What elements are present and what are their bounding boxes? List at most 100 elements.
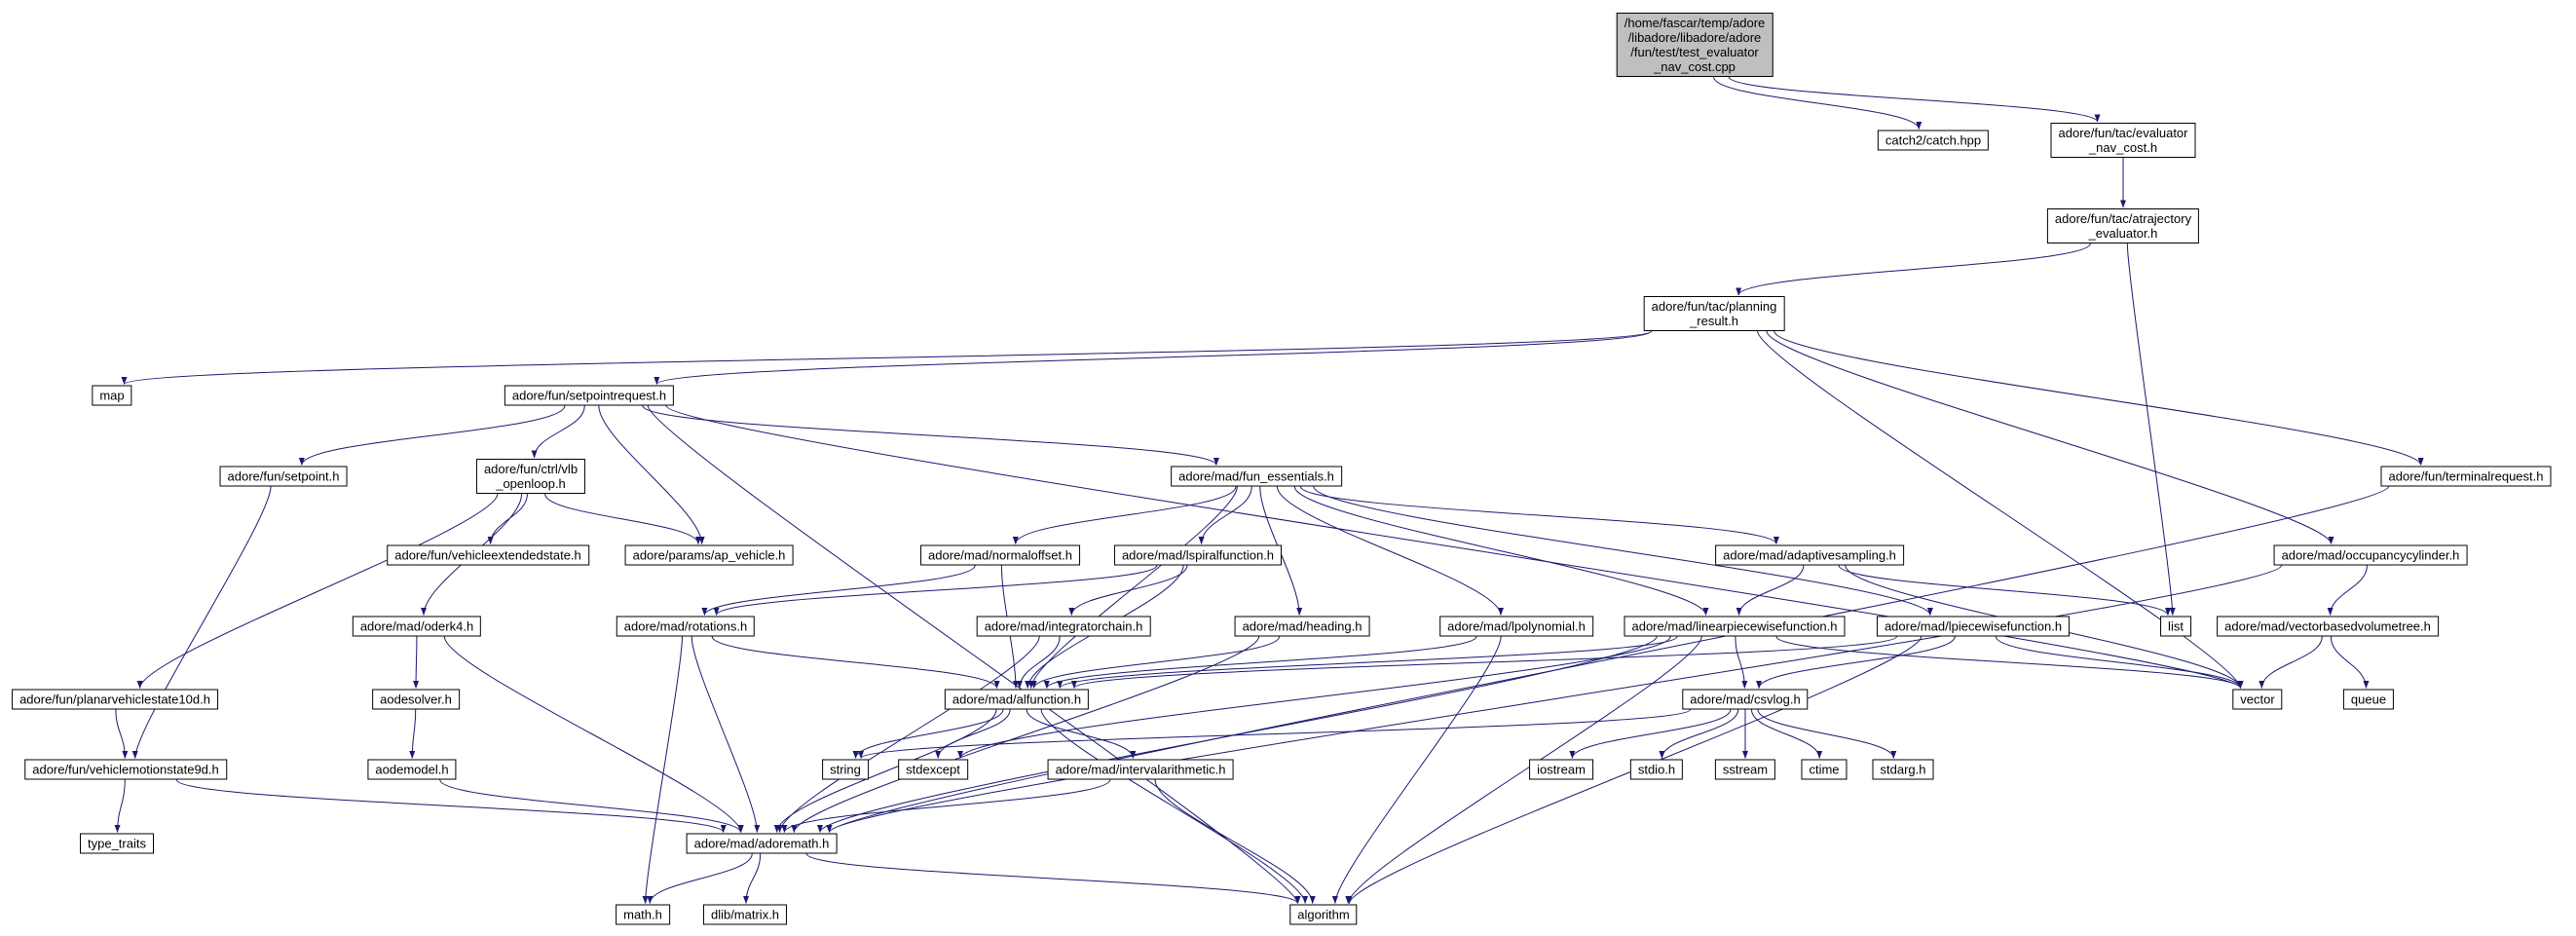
edge-linearpiecewisefunction-algorithm [1345, 636, 1702, 904]
edge-rotations-math [642, 636, 683, 904]
node-oderk4[interactable]: adore/mad/oderk4.h [352, 616, 482, 637]
node-catch: catch2/catch.hpp [1877, 130, 1990, 151]
edge-setpointrequest-fun_essentials [642, 405, 1219, 466]
node-vectorbasedvolumetree[interactable]: adore/mad/vectorbasedvolumetree.h [2217, 616, 2439, 637]
edge-lspiralfunction-rotations [713, 565, 1158, 616]
edge-aodemodel-adoremath [439, 779, 744, 833]
node-atrajectory[interactable]: adore/fun/tac/atrajectory _evaluator.h [2046, 208, 2200, 243]
node-sstream: sstream [1714, 759, 1776, 780]
node-vehiclemotionstate9d[interactable]: adore/fun/vehiclemotionstate9d.h [24, 759, 227, 780]
node-adaptivesampling[interactable]: adore/mad/adaptivesampling.h [1715, 544, 1904, 566]
node-heading[interactable]: adore/mad/heading.h [1234, 616, 1370, 637]
node-linearpiecewisefunction[interactable]: adore/mad/linearpiecewisefunction.h [1624, 616, 1846, 637]
edge-test_cpp-evaluator [1728, 76, 2101, 123]
node-setpoint[interactable]: adore/fun/setpoint.h [219, 466, 348, 487]
node-type_traits: type_traits [80, 833, 154, 854]
edge-fun_essentials-alfunction [1027, 486, 1238, 689]
node-occupancycylinder[interactable]: adore/mad/occupancycylinder.h [2273, 544, 2468, 566]
node-evaluator[interactable]: adore/fun/tac/evaluator _nav_cost.h [2050, 123, 2196, 158]
edge-fun_essentials-lpiecewisefunction [1313, 486, 1933, 616]
edge-normaloffset-rotations [701, 565, 976, 616]
node-rotations[interactable]: adore/mad/rotations.h [616, 616, 756, 637]
edge-vectorbasedvolumetree-queue [2330, 636, 2370, 689]
edge-setpointrequest-ap_vehicle [598, 405, 705, 544]
edge-alfunction-adoremath [773, 709, 997, 833]
edge-vehiclemotionstate9d-adoremath [175, 779, 727, 833]
edge-linearpiecewisefunction-vector [1775, 636, 2244, 689]
node-ap_vehicle[interactable]: adore/params/ap_vehicle.h [624, 544, 794, 566]
edge-adoremath-dlib_matrix [743, 853, 762, 904]
node-stdarg: stdarg.h [1872, 759, 1934, 780]
edge-vlb_openloop-ap_vehicle [544, 493, 701, 544]
edge-lspiralfunction-integratorchain [1068, 565, 1188, 616]
node-planning_result[interactable]: adore/fun/tac/planning _result.h [1643, 296, 1785, 331]
edge-alfunction-stdexcept [935, 709, 1011, 759]
edge-lpolynomial-algorithm [1331, 636, 1502, 904]
node-aodesolver[interactable]: aodesolver.h [372, 689, 460, 710]
edge-setpointrequest-setpoint [298, 405, 566, 466]
edge-csvlog-iostream [1569, 709, 1732, 759]
edge-setpointrequest-vector [665, 405, 2244, 689]
node-stdexcept: stdexcept [898, 759, 968, 780]
edge-aodesolver-aodemodel [409, 709, 417, 759]
node-stdio: stdio.h [1629, 759, 1684, 780]
edge-planning_result-occupancycylinder [1766, 330, 2334, 544]
edge-vehiclemotionstate9d-type_traits [114, 779, 126, 833]
edge-occupancycylinder-vectorbasedvolumetree [2327, 565, 2368, 616]
edge-fun_essentials-adaptivesampling [1299, 486, 1779, 544]
edge-csvlog-ctime [1750, 709, 1823, 759]
node-planarvehiclestate10d[interactable]: adore/fun/planarvehiclestate10d.h [12, 689, 218, 710]
node-lpiecewisefunction[interactable]: adore/mad/lpiecewisefunction.h [1876, 616, 2071, 637]
edge-csvlog-string [858, 709, 1691, 759]
edge-fun_essentials-normaloffset [1012, 486, 1237, 544]
edge-planning_result-setpointrequest [653, 330, 1652, 385]
edge-fun_essentials-linearpiecewisefunction [1293, 486, 1709, 616]
node-intervalarithmetic[interactable]: adore/mad/intervalarithmetic.h [1047, 759, 1234, 780]
edge-integratorchain-alfunction [1016, 636, 1061, 689]
edge-planning_result-vector [1757, 330, 2244, 689]
edge-planning_result-terminalrequest [1773, 330, 2424, 466]
edge-alfunction-algorithm [1040, 709, 1309, 904]
node-string: string [822, 759, 869, 780]
node-algorithm: algorithm [1289, 904, 1358, 925]
node-aodemodel[interactable]: aodemodel.h [367, 759, 457, 780]
node-setpointrequest[interactable]: adore/fun/setpointrequest.h [504, 385, 675, 406]
node-iostream: iostream [1529, 759, 1593, 780]
edge-oderk4-adoremath [443, 636, 744, 833]
node-lpolynomial[interactable]: adore/mad/lpolynomial.h [1439, 616, 1593, 637]
edge-vlb_openloop-planarvehiclestate10d [136, 493, 499, 689]
edge-linearpiecewisefunction-adoremath [817, 636, 1658, 833]
node-adoremath[interactable]: adore/mad/adoremath.h [686, 833, 838, 854]
edge-atrajectory-planning_result [1736, 243, 2091, 296]
edge-vectorbasedvolumetree-vector [2259, 636, 2323, 689]
edge-rotations-alfunction [711, 636, 1000, 689]
edge-terminalrequest-adoremath [826, 486, 2389, 833]
edge-linearpiecewisefunction-csvlog [1735, 636, 1748, 689]
edge-setpoint-vehiclemotionstate9d [131, 486, 272, 759]
edge-fun_essentials-lspiralfunction [1198, 486, 1252, 544]
node-lspiralfunction[interactable]: adore/mad/lspiralfunction.h [1113, 544, 1283, 566]
edge-lpiecewisefunction-vector [1995, 636, 2244, 689]
node-list: list [2160, 616, 2191, 637]
edge-intervalarithmetic-adoremath [781, 779, 1111, 833]
node-vehicleextendedstate[interactable]: adore/fun/vehicleextendedstate.h [387, 544, 589, 566]
node-vector: vector [2232, 689, 2283, 710]
node-csvlog[interactable]: adore/mad/csvlog.h [1682, 689, 1809, 710]
edge-adoremath-algorithm [805, 853, 1301, 904]
node-test_cpp: /home/fascar/temp/adore /libadore/libado… [1616, 13, 1773, 77]
node-terminalrequest[interactable]: adore/fun/terminalrequest.h [2380, 466, 2552, 487]
edge-intervalarithmetic-algorithm [1154, 779, 1316, 904]
node-normaloffset[interactable]: adore/mad/normaloffset.h [920, 544, 1080, 566]
edge-csvlog-stdio [1659, 709, 1739, 759]
node-vlb_openloop[interactable]: adore/fun/ctrl/vlb _openloop.h [475, 459, 586, 494]
node-integratorchain[interactable]: adore/mad/integratorchain.h [976, 616, 1151, 637]
node-dlib_matrix: dlib/matrix.h [702, 904, 788, 925]
edge-fun_essentials-lpolynomial [1276, 486, 1504, 616]
edge-adaptivesampling-list [1838, 565, 2171, 616]
node-alfunction[interactable]: adore/mad/alfunction.h [944, 689, 1090, 710]
edge-setpointrequest-algorithm [647, 405, 1301, 904]
edge-lpiecewisefunction-csvlog [1756, 636, 1956, 689]
node-fun_essentials[interactable]: adore/mad/fun_essentials.h [1171, 466, 1342, 487]
